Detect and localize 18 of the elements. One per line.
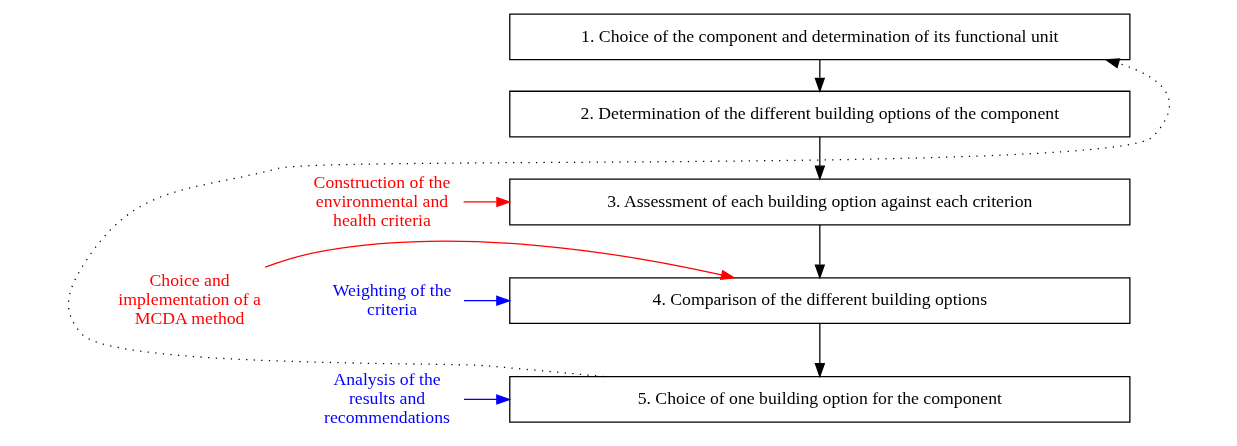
arrow bbox=[462, 393, 511, 405]
arrow bbox=[814, 223, 825, 280]
node-box: 1. Choice of the component and determination of its functional unit bbox=[508, 12, 1130, 60]
node-text: Construction of the environmental and health criteria bbox=[313, 171, 450, 230]
node-text: Analysis of the results and recommendations bbox=[323, 368, 450, 427]
arrow bbox=[814, 322, 825, 378]
arrow bbox=[814, 135, 825, 181]
node-box: 4. Comparison of the different building options bbox=[508, 276, 1130, 324]
arrow bbox=[462, 294, 511, 306]
node-box: 5. Choice of one building option for the component bbox=[508, 375, 1130, 423]
arrow bbox=[462, 196, 511, 207]
node-box: 3. Assessment of each building option against each criterion bbox=[508, 178, 1130, 225]
node-text: Weighting of the criteria bbox=[332, 279, 451, 319]
node-box: 2. Determination of the different building options of the component bbox=[508, 90, 1130, 137]
node-text: Choice and implementation of a MCDA method bbox=[117, 269, 261, 328]
arrow bbox=[67, 57, 1170, 377]
arrow bbox=[814, 58, 825, 93]
arrow bbox=[264, 240, 736, 280]
